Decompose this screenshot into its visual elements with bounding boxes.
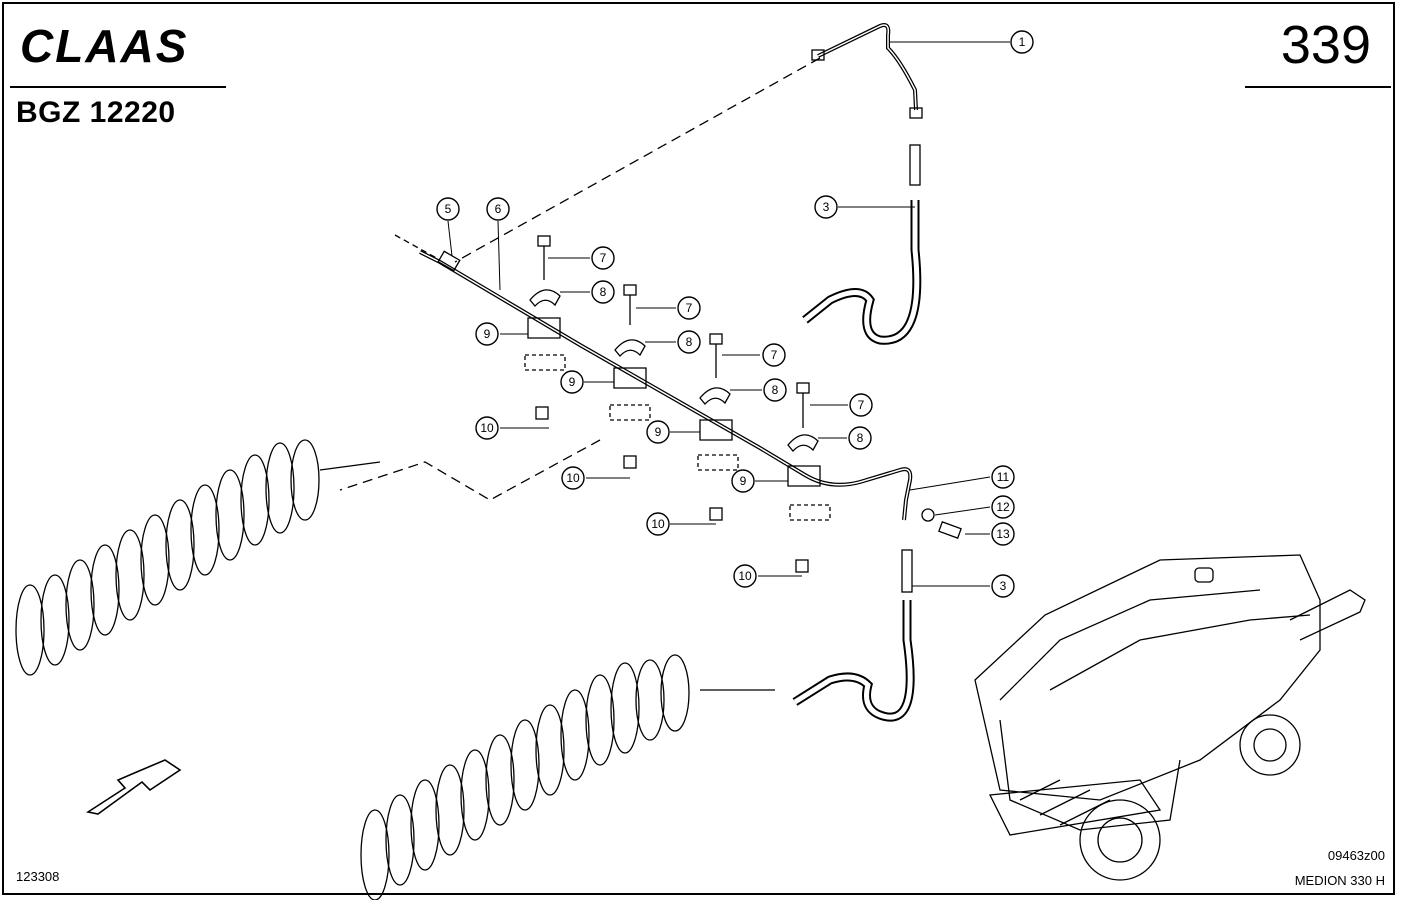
svg-text:6: 6 xyxy=(495,202,502,216)
callout-3-lower: 3 xyxy=(991,574,1015,598)
callout-9-c: 9 xyxy=(646,420,670,444)
svg-text:8: 8 xyxy=(600,285,607,299)
svg-text:8: 8 xyxy=(686,335,693,349)
reel-spring-lower xyxy=(360,654,775,900)
hose-3-upper xyxy=(802,200,922,345)
svg-text:7: 7 xyxy=(771,348,778,362)
svg-text:12: 12 xyxy=(996,500,1010,514)
bolt-13 xyxy=(938,521,962,539)
assembly-line xyxy=(454,57,821,263)
image-reference: 123308 xyxy=(16,869,60,884)
combine-harvester-sketch xyxy=(974,554,1366,881)
pipe-6-inner xyxy=(419,251,912,521)
svg-text:10: 10 xyxy=(480,421,494,435)
callout-6: 6 xyxy=(486,197,510,221)
pipe-1 xyxy=(817,23,918,111)
callout-10-a: 10 xyxy=(475,416,499,440)
svg-text:7: 7 xyxy=(600,251,607,265)
svg-text:10: 10 xyxy=(566,471,580,485)
callout-10-c: 10 xyxy=(646,512,670,536)
header-rule-left xyxy=(10,86,226,88)
header-rule-right xyxy=(1245,86,1391,88)
svg-text:3: 3 xyxy=(823,200,830,214)
svg-text:7: 7 xyxy=(686,301,693,315)
callout-10-b: 10 xyxy=(561,466,585,490)
clamp-set xyxy=(527,289,821,487)
hose-3-lower xyxy=(792,600,915,722)
callout-8-c: 8 xyxy=(763,378,787,402)
svg-text:3: 3 xyxy=(1000,579,1007,593)
callout-9-d: 9 xyxy=(731,469,755,493)
svg-text:11: 11 xyxy=(997,470,1010,484)
callout-12: 12 xyxy=(991,495,1015,519)
leader-lines xyxy=(447,41,1010,587)
washer-12 xyxy=(921,508,935,522)
svg-text:5: 5 xyxy=(445,202,452,216)
assembly-line xyxy=(394,234,441,261)
svg-text:8: 8 xyxy=(857,431,864,445)
callout-9-a: 9 xyxy=(475,322,499,346)
assembly-line xyxy=(339,439,601,501)
svg-text:10: 10 xyxy=(651,517,665,531)
svg-text:9: 9 xyxy=(655,425,662,439)
brand-wordmark: CLAAS xyxy=(20,22,188,70)
callout-7-b: 7 xyxy=(677,296,701,320)
callout-8-d: 8 xyxy=(848,426,872,450)
pipe-1-inner xyxy=(817,24,917,111)
callout-1: 1 xyxy=(1010,30,1034,54)
callout-7-d: 7 xyxy=(849,393,873,417)
hose-3-upper-inner xyxy=(803,200,920,343)
pipe-nut xyxy=(811,49,825,61)
callout-8-a: 8 xyxy=(591,280,615,304)
hose-fitting xyxy=(901,549,913,593)
svg-text:10: 10 xyxy=(738,569,752,583)
svg-text:8: 8 xyxy=(772,383,779,397)
callout-3-upper: 3 xyxy=(814,195,838,219)
claas-logo: CLAAS xyxy=(20,22,188,70)
callout-7-c: 7 xyxy=(762,343,786,367)
svg-text:9: 9 xyxy=(740,474,747,488)
drawing-reference: 09463z00 xyxy=(1327,848,1385,863)
pipe-nut xyxy=(909,107,923,119)
callout-13: 13 xyxy=(991,522,1015,546)
callout-10-d: 10 xyxy=(733,564,757,588)
hose-3-lower-inner xyxy=(793,600,913,720)
callout-9-b: 9 xyxy=(560,370,584,394)
svg-text:9: 9 xyxy=(484,327,491,341)
svg-text:1: 1 xyxy=(1019,35,1026,49)
direction-arrow-icon xyxy=(85,759,182,815)
bolt-set xyxy=(537,235,810,428)
page-number: 339 xyxy=(1280,15,1371,75)
callout-8-b: 8 xyxy=(677,330,701,354)
svg-text:13: 13 xyxy=(996,527,1010,541)
callout-5: 5 xyxy=(436,197,460,221)
svg-text:7: 7 xyxy=(858,398,865,412)
hose-fitting xyxy=(909,144,921,186)
reel-spring-upper xyxy=(15,439,381,676)
nut-set xyxy=(535,406,809,573)
callout-7-a: 7 xyxy=(591,246,615,270)
machine-model: MEDION 330 H xyxy=(1294,873,1385,888)
document-code: BGZ 12220 xyxy=(16,96,176,129)
svg-text:9: 9 xyxy=(569,375,576,389)
callout-11: 11 xyxy=(991,465,1015,489)
